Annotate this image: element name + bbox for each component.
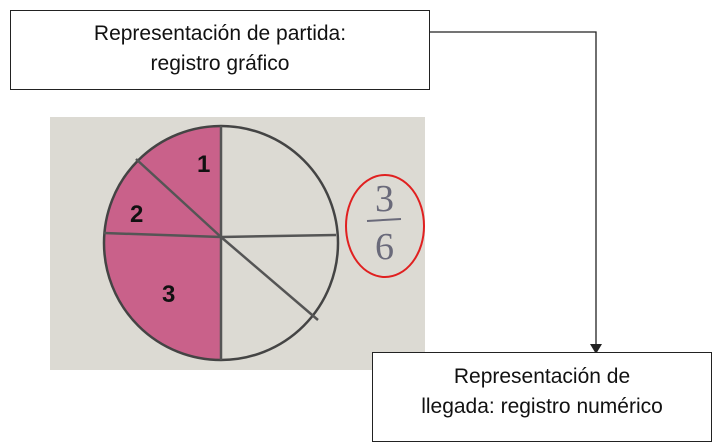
end-box-line1: Representación de	[453, 365, 631, 388]
fraction-annotation: 3 6	[345, 174, 425, 278]
sector-label-1: 1	[197, 151, 210, 178]
start-box-line1: Representación de partida:	[93, 22, 347, 45]
shaded-region	[104, 126, 221, 360]
fraction-denominator: 6	[375, 226, 394, 268]
highlight-ring	[345, 174, 425, 278]
sector-label-2: 2	[130, 201, 143, 228]
fraction-numerator: 3	[375, 178, 394, 220]
end-box-line2: llegada: registro numérico	[421, 395, 663, 418]
start-box-line2: registro gráfico	[150, 52, 290, 75]
start-representation-box: Representación de partida: registro gráf…	[10, 10, 430, 90]
lower-diagonal-divider	[220, 236, 319, 321]
fraction-bar	[366, 218, 402, 222]
left-horizontal-divider	[103, 231, 222, 239]
right-horizontal-divider	[220, 233, 337, 239]
sector-label-3: 3	[162, 281, 175, 308]
circle-drawing-photo: 1 2 3 3 6	[50, 117, 425, 370]
end-representation-box: Representación de llegada: registro numé…	[372, 352, 712, 442]
upper-diagonal-divider	[135, 158, 222, 238]
